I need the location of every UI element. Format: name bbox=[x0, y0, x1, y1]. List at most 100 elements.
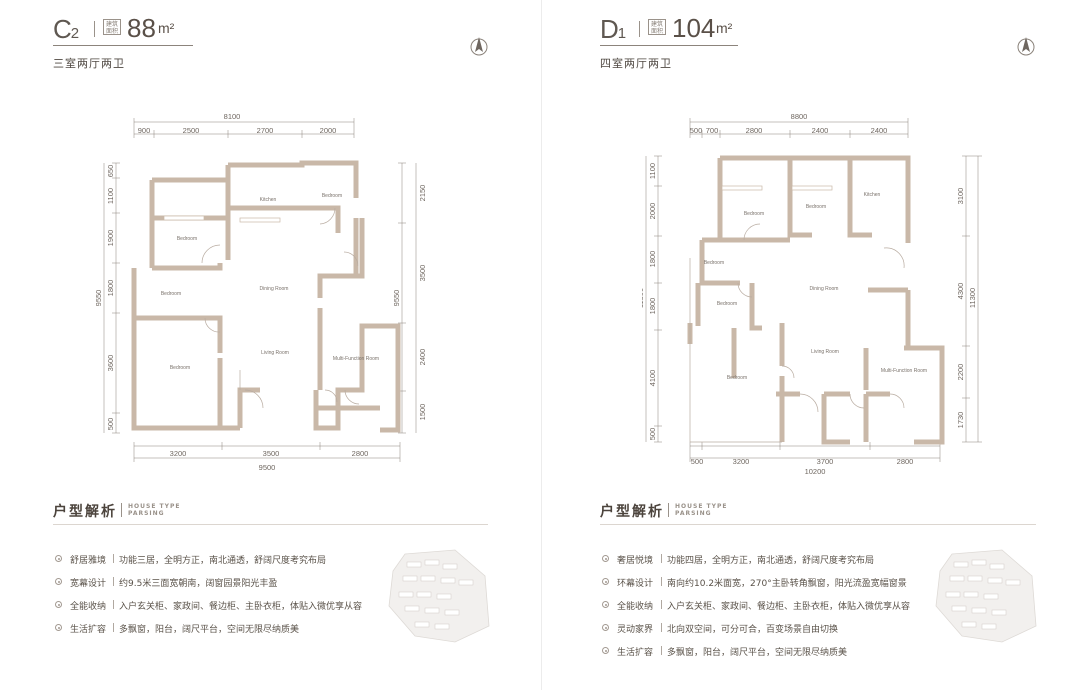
dim-left-seg: 1100 bbox=[106, 188, 115, 204]
dim-bottom-seg: 2800 bbox=[897, 457, 914, 466]
section-title: 户型解析 bbox=[53, 504, 117, 520]
dim-top-seg: 900 bbox=[138, 126, 151, 135]
area-value: 104 bbox=[672, 13, 716, 43]
room-label: Bedroom bbox=[717, 301, 737, 307]
dim-bottom-total: 9500 bbox=[259, 463, 276, 472]
room-label: Bedroom bbox=[704, 260, 724, 266]
room-label: Multi-Function Room bbox=[333, 356, 379, 362]
dim-top-total: 8800 bbox=[791, 112, 808, 121]
dim-left-seg: 3600 bbox=[106, 355, 115, 372]
dim-left-seg: 1800 bbox=[648, 298, 657, 315]
compass-icon bbox=[470, 37, 488, 56]
dim-bottom-total: 10200 bbox=[805, 467, 826, 476]
room-label: Bedroom bbox=[727, 375, 747, 381]
dim-top-seg: 700 bbox=[706, 126, 719, 135]
area-separator bbox=[94, 21, 95, 37]
room-label: Living Room bbox=[811, 349, 839, 355]
dim-top-seg: 2700 bbox=[257, 126, 274, 135]
room-label: Dining Room bbox=[810, 286, 839, 292]
bullet-icon bbox=[55, 601, 62, 608]
dim-top-total: 8100 bbox=[224, 112, 241, 121]
dim-right-seg: 2400 bbox=[418, 349, 425, 366]
area-unit: m² bbox=[158, 20, 175, 36]
dim-bottom-seg: 500 bbox=[691, 457, 704, 466]
room-label: Dining Room bbox=[260, 286, 289, 292]
unit-c2-page: C2 建筑面积 88 m² 三室两厅两卫 8100 900 2500 2700 … bbox=[0, 0, 541, 690]
room-label: Bedroom bbox=[177, 236, 197, 242]
dim-left-seg: 1100 bbox=[648, 163, 657, 179]
area-value: 88 bbox=[127, 13, 156, 43]
layout-description: 三室两厅两卫 bbox=[53, 57, 125, 70]
area-unit: m² bbox=[716, 20, 733, 36]
area-label: 建筑面积 bbox=[103, 19, 121, 35]
dim-left-total: 9550 bbox=[94, 290, 103, 307]
dim-right-seg: 3100 bbox=[956, 188, 965, 205]
room-label: Kitchen bbox=[864, 192, 881, 198]
dim-top-seg: 2000 bbox=[320, 126, 337, 135]
layout-description: 四室两厅两卫 bbox=[600, 57, 672, 70]
unit-code: C2 bbox=[53, 14, 79, 44]
area-separator bbox=[639, 21, 640, 37]
dim-left-seg: 650 bbox=[106, 165, 115, 178]
section-title: 户型解析 bbox=[600, 504, 664, 520]
dim-left-seg: 4100 bbox=[648, 370, 657, 387]
dim-bottom-seg: 3700 bbox=[817, 457, 834, 466]
dim-left-seg: 1800 bbox=[648, 251, 657, 268]
room-label: Bedroom bbox=[744, 211, 764, 217]
room-label: Bedroom bbox=[170, 365, 190, 371]
dim-left-seg: 500 bbox=[106, 418, 115, 431]
section-rule bbox=[600, 524, 1036, 525]
dim-top-seg: 2800 bbox=[746, 126, 763, 135]
bullet-icon bbox=[55, 555, 62, 562]
room-label: Living Room bbox=[261, 350, 289, 356]
compass-icon bbox=[1017, 37, 1035, 56]
bullet-icon bbox=[602, 601, 609, 608]
floor-plan-d1: 8800 500 700 2800 2400 2400 500 3200 370… bbox=[642, 112, 982, 476]
unit-d1-page: D1 建筑面积 104 m² 四室两厅两卫 8800 500 700 2800 … bbox=[542, 0, 1083, 690]
bullet-icon bbox=[602, 647, 609, 654]
room-label: Bedroom bbox=[806, 204, 826, 210]
room-label: Multi-Function Room bbox=[881, 368, 927, 374]
dim-top-seg: 500 bbox=[690, 126, 703, 135]
bullet-icon bbox=[55, 624, 62, 631]
section-bar bbox=[121, 503, 122, 517]
room-label: Bedroom bbox=[322, 193, 342, 199]
dim-right-seg: 2200 bbox=[956, 364, 965, 381]
bullet-icon bbox=[602, 555, 609, 562]
header-rule bbox=[600, 45, 738, 46]
dim-left-seg: 500 bbox=[648, 428, 657, 441]
bullet-icon bbox=[602, 624, 609, 631]
dim-left-seg: 2000 bbox=[648, 203, 657, 220]
keyplan-map bbox=[935, 549, 1037, 643]
bullet-icon bbox=[55, 578, 62, 585]
dim-top-seg: 2400 bbox=[871, 126, 888, 135]
dim-bottom-seg: 3200 bbox=[733, 457, 750, 466]
room-label: Kitchen bbox=[260, 197, 277, 203]
page-divider bbox=[541, 0, 542, 690]
section-bar bbox=[668, 503, 669, 517]
floor-plan-c2: 8100 900 2500 2700 2000 3200 3500 2800 9… bbox=[94, 112, 425, 472]
dim-right-seg: 1500 bbox=[418, 404, 425, 421]
dim-right-total: 11300 bbox=[968, 288, 977, 308]
section-rule bbox=[53, 524, 488, 525]
dim-right-seg: 1730 bbox=[956, 412, 965, 429]
dim-right-seg: 2150 bbox=[418, 185, 425, 202]
dim-right-seg: 4300 bbox=[956, 283, 965, 300]
dim-bottom-seg: 3500 bbox=[263, 449, 280, 458]
keyplan-map bbox=[388, 549, 490, 643]
dim-left-seg: 1800 bbox=[106, 280, 115, 297]
area-label: 建筑面积 bbox=[648, 19, 666, 35]
dim-left-total: 11300 bbox=[642, 288, 645, 308]
dim-top-seg: 2500 bbox=[183, 126, 200, 135]
dim-top-seg: 2400 bbox=[812, 126, 829, 135]
dim-bottom-seg: 2800 bbox=[352, 449, 369, 458]
dim-right-total: 9550 bbox=[392, 290, 401, 307]
room-label: Bedroom bbox=[161, 291, 181, 297]
dim-left-seg: 1900 bbox=[106, 230, 115, 247]
bullet-icon bbox=[602, 578, 609, 585]
dim-right-seg: 3500 bbox=[418, 265, 425, 282]
unit-code: D1 bbox=[600, 14, 626, 44]
header-rule bbox=[53, 45, 193, 46]
